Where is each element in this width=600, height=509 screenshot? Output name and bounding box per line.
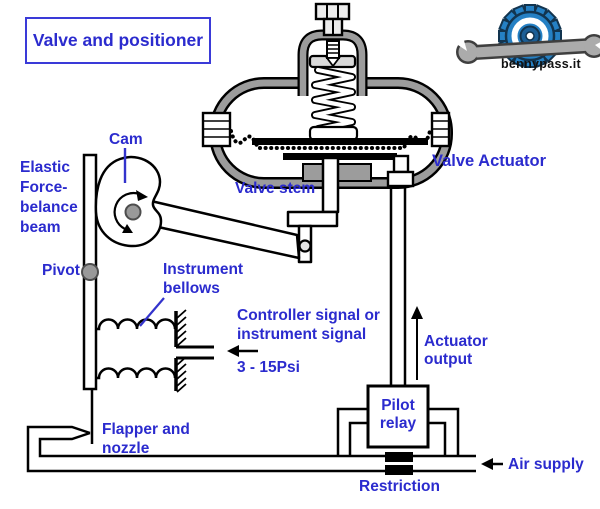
diaphragm-flange-right — [430, 111, 451, 148]
actuator-output-arrow — [411, 306, 423, 380]
bellows-wave-top — [96, 318, 177, 331]
label-signal-range: 3 - 15Psi — [237, 359, 300, 376]
instrument-bellows-drawing — [96, 309, 214, 393]
pivot-pin — [81, 263, 99, 281]
valve-stem-rod — [321, 156, 340, 214]
label-restriction: Restriction — [359, 478, 440, 495]
bennypass-logo — [452, 4, 600, 68]
adjusting-bolt — [314, 2, 351, 37]
bellows-wave-bottom — [96, 367, 177, 380]
nozzle-pipe-outer — [26, 425, 476, 473]
label-instrument-bellows: Instrument bellows — [163, 261, 244, 297]
diaphragm-plate-bottom — [283, 153, 397, 160]
arm-pin — [298, 239, 312, 253]
actuator-output-pipe — [389, 184, 407, 389]
adjusting-screw — [325, 40, 341, 68]
stem-crossbar — [286, 210, 339, 228]
cam-drawing — [94, 156, 163, 248]
cam-rotation-arrowhead-top — [136, 190, 148, 201]
label-pilot-relay: Pilot relay — [379, 397, 417, 432]
cam-rotation-arrow — [113, 191, 140, 230]
air-piping — [26, 425, 476, 473]
output-fitting — [386, 154, 415, 188]
label-actuator-output: Actuator output — [424, 333, 488, 368]
label-valve-stem: Valve stem — [235, 180, 316, 197]
label-elastic-beam: Elastic Force- belance beam — [20, 159, 78, 236]
cam-shaft — [124, 203, 142, 221]
diagram-title: Valve and positioner — [32, 30, 204, 50]
title-box: Valve and positioner — [25, 17, 211, 64]
actuator-spring — [311, 66, 356, 133]
bellows-callout-line — [139, 297, 165, 327]
diaphragm-membrane — [229, 129, 432, 150]
nozzle-pipe-inner — [38, 431, 476, 458]
label-air-supply: Air supply — [508, 456, 584, 473]
label-cam: Cam — [109, 131, 143, 148]
pilot-relay-box — [366, 384, 430, 449]
diaphragm-flange-left — [201, 111, 232, 148]
cam-body — [94, 156, 163, 248]
restriction-blocks — [385, 452, 413, 475]
label-pivot: Pivot — [42, 262, 80, 279]
cam-rotation-arrowhead-bottom — [122, 224, 133, 233]
cam-arm — [147, 199, 301, 260]
force-balance-beam — [82, 153, 98, 444]
label-valve-actuator: Valve Actuator — [432, 152, 547, 170]
wrench-icon — [452, 30, 600, 64]
diaphragm-plate-top — [252, 138, 428, 145]
logo-text: bennypass.it — [501, 57, 582, 71]
label-flapper-nozzle: Flapper and nozzle — [102, 421, 190, 457]
air-supply-arrow — [481, 458, 503, 470]
pilot-relay-piping — [336, 407, 460, 455]
label-controller-signal: Controller signal or instrument signal — [237, 307, 380, 343]
valve-stem-assembly — [147, 156, 340, 264]
signal-arrow — [227, 345, 258, 357]
wall-hatching — [176, 309, 187, 393]
